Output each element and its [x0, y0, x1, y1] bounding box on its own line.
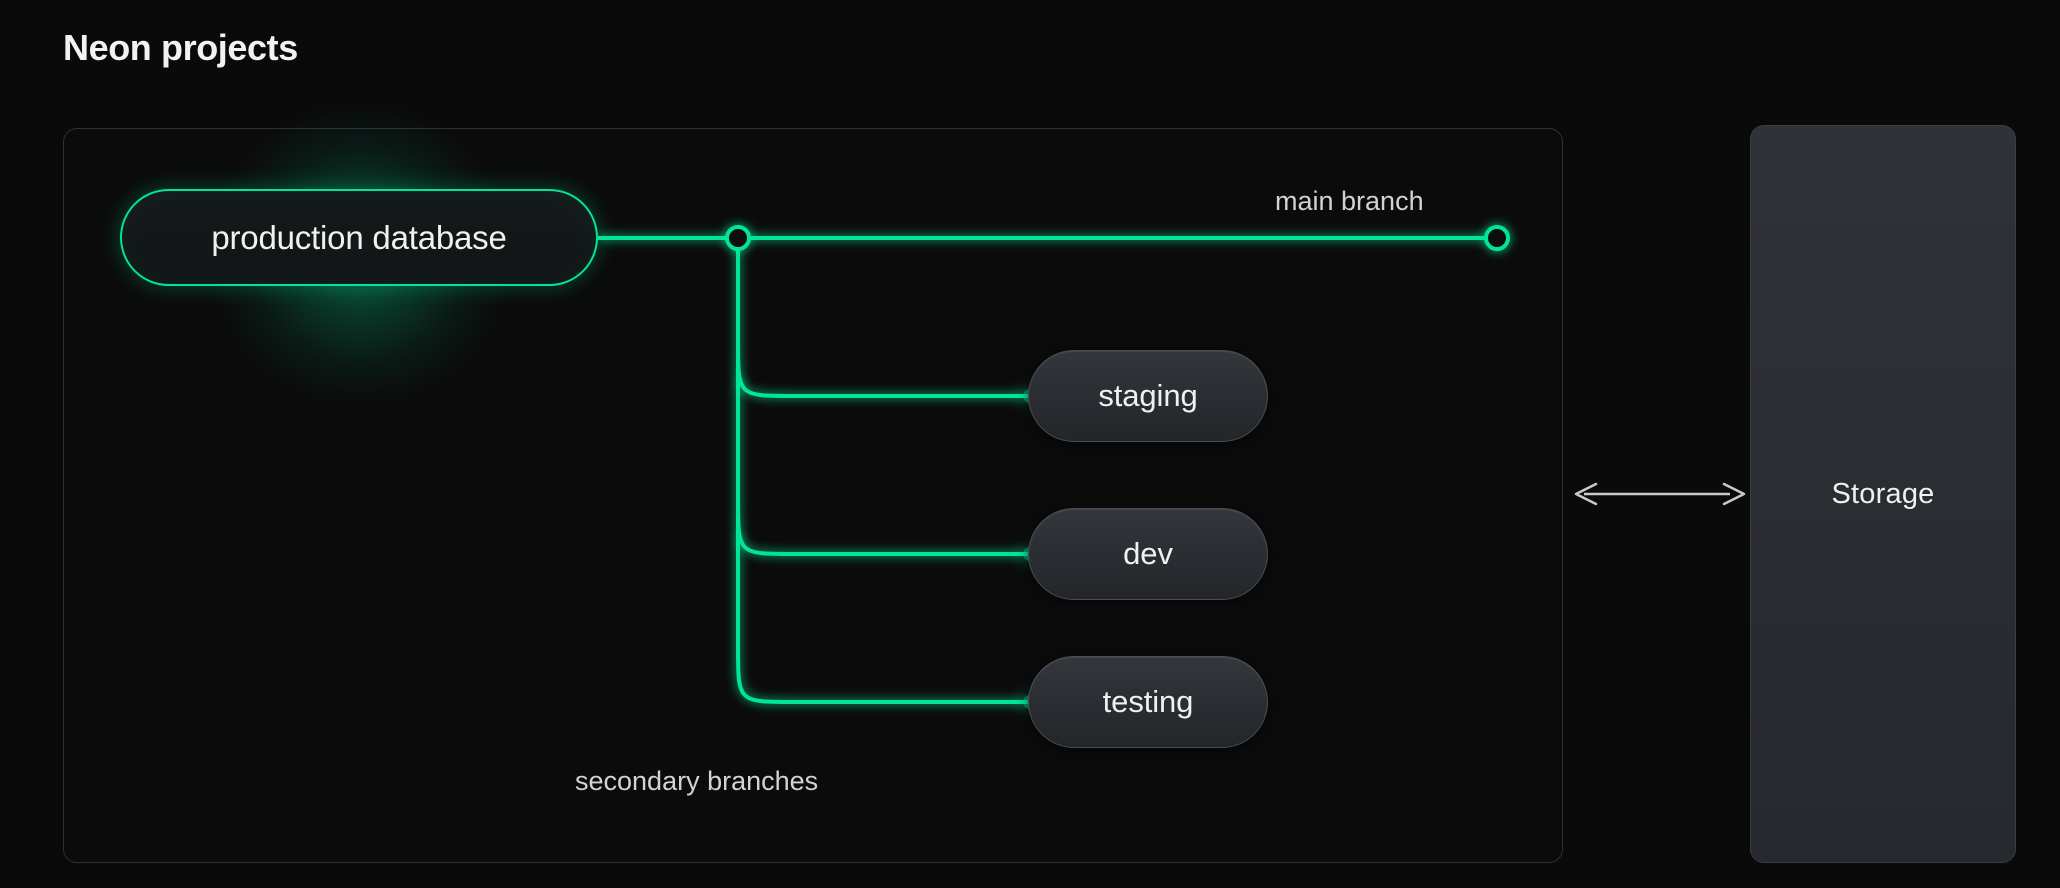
- node-branch-testing[interactable]: testing: [1028, 656, 1268, 748]
- node-branch-testing-label: testing: [1102, 684, 1194, 719]
- storage-double-arrow: [1574, 482, 1746, 506]
- node-production-database[interactable]: production database: [120, 189, 598, 286]
- node-branch-dev-label: dev: [1123, 536, 1173, 571]
- storage-panel: Storage: [1750, 125, 2016, 863]
- node-branch-staging[interactable]: staging: [1028, 350, 1268, 442]
- main-branch-label: main branch: [1275, 186, 1424, 216]
- node-production-database-label: production database: [211, 218, 507, 256]
- node-branch-staging-label: staging: [1098, 378, 1198, 413]
- page-title: Neon projects: [63, 27, 298, 68]
- node-branch-dev[interactable]: dev: [1028, 508, 1268, 600]
- storage-label: Storage: [1831, 477, 1935, 510]
- secondary-branches-label: secondary branches: [575, 766, 819, 796]
